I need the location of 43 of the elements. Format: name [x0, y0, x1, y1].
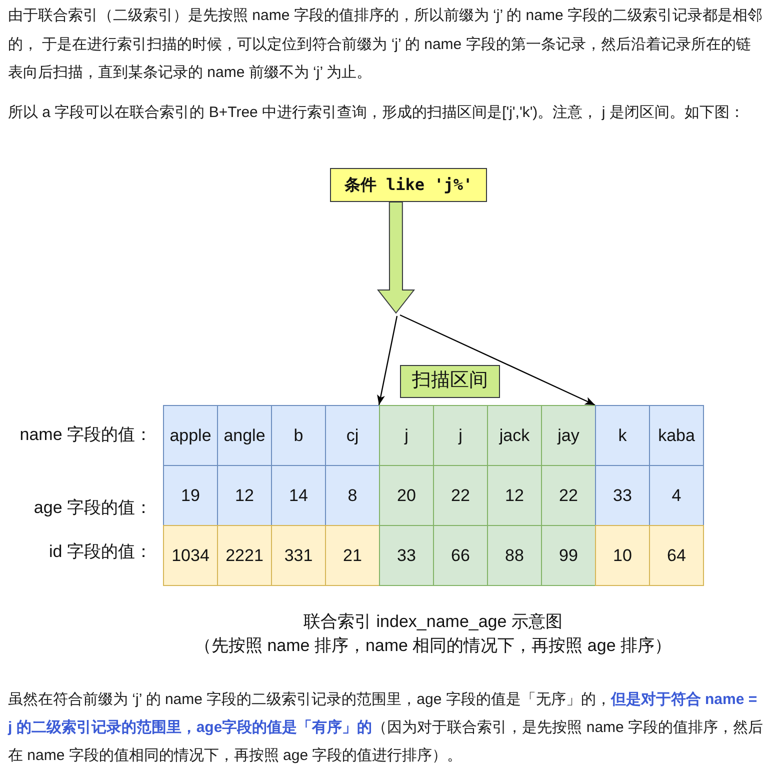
index-cell: 22: [541, 465, 596, 526]
index-cell: jay: [541, 405, 596, 466]
arrow: [377, 316, 398, 406]
index-cell: b: [271, 405, 326, 466]
index-cell: 1034: [163, 525, 218, 586]
index-cell: 19: [163, 465, 218, 526]
index-cell: apple: [163, 405, 218, 466]
index-cell: 66: [433, 525, 488, 586]
index-cell: 64: [649, 525, 704, 586]
index-cell: 8: [325, 465, 380, 526]
index-cell: 4: [649, 465, 704, 526]
index-cell: kaba: [649, 405, 704, 466]
index-cell: 12: [217, 465, 272, 526]
index-cell: 20: [379, 465, 434, 526]
block-arrow: [376, 202, 416, 314]
index-cell: 99: [541, 525, 596, 586]
arrow: [400, 314, 596, 406]
index-cell: 10: [595, 525, 650, 586]
figure-caption: 联合索引 index_name_age 示意图: [304, 611, 562, 633]
index-cell: 12: [487, 465, 542, 526]
scan-range-box: 扫描区间: [400, 365, 500, 398]
row-header: id 字段的值：: [49, 541, 152, 563]
row-header: name 字段的值：: [20, 424, 152, 446]
paragraph: 所以 a 字段可以在联合索引的 B+Tree 中进行索引查询，形成的扫描区间是['j','k')。注意， j 是闭区间。如下图：: [7, 103, 746, 123]
index-cell: j: [379, 405, 434, 466]
index-cell: 331: [271, 525, 326, 586]
index-cell: 33: [379, 525, 434, 586]
index-cell: 14: [271, 465, 326, 526]
index-cell: 2221: [217, 525, 272, 586]
row-header: age 字段的值：: [34, 497, 152, 519]
index-cell: j: [433, 405, 488, 466]
condition-box: 条件 like 'j%': [330, 168, 487, 202]
index-cell: 88: [487, 525, 542, 586]
index-cell: 21: [325, 525, 380, 586]
paragraph: 由于联合索引（二级索引）是先按照 name 字段的值排序的，所以前缀为 ‘j’ 的 name 字段的二级索引记录都是相邻的， 于是在进行索引扫描的时候，可以定位到符合前缀为 ‘j’ 的 name 字段的第一条记录，然后沿着记录所在的链表向后扫描，直到某条记录的 name 前缀不为 ‘j’ 为止。: [7, 6, 764, 83]
index-cell: angle: [217, 405, 272, 466]
index-cell: 22: [433, 465, 488, 526]
index-cell: jack: [487, 405, 542, 466]
paragraph: 虽然在符合前缀为 ‘j’ 的 name 字段的二级索引记录的范围里，age 字段的值是「无序」的，但是对于符合 name = j 的二级索引记录的范围里，age字段的值是「有序」的（因为对于联合索引，是先按照 name 字段的值排序，然后在 name 字段的值相同的情况下，再按照 age 字段的值进行排序）。: [6, 690, 764, 766]
figure-caption: （先按照 name 排序，name 相同的情况下，再按照 age 排序）: [194, 635, 672, 657]
index-cell: k: [595, 405, 650, 466]
index-cell: 33: [595, 465, 650, 526]
index-cell: cj: [325, 405, 380, 466]
